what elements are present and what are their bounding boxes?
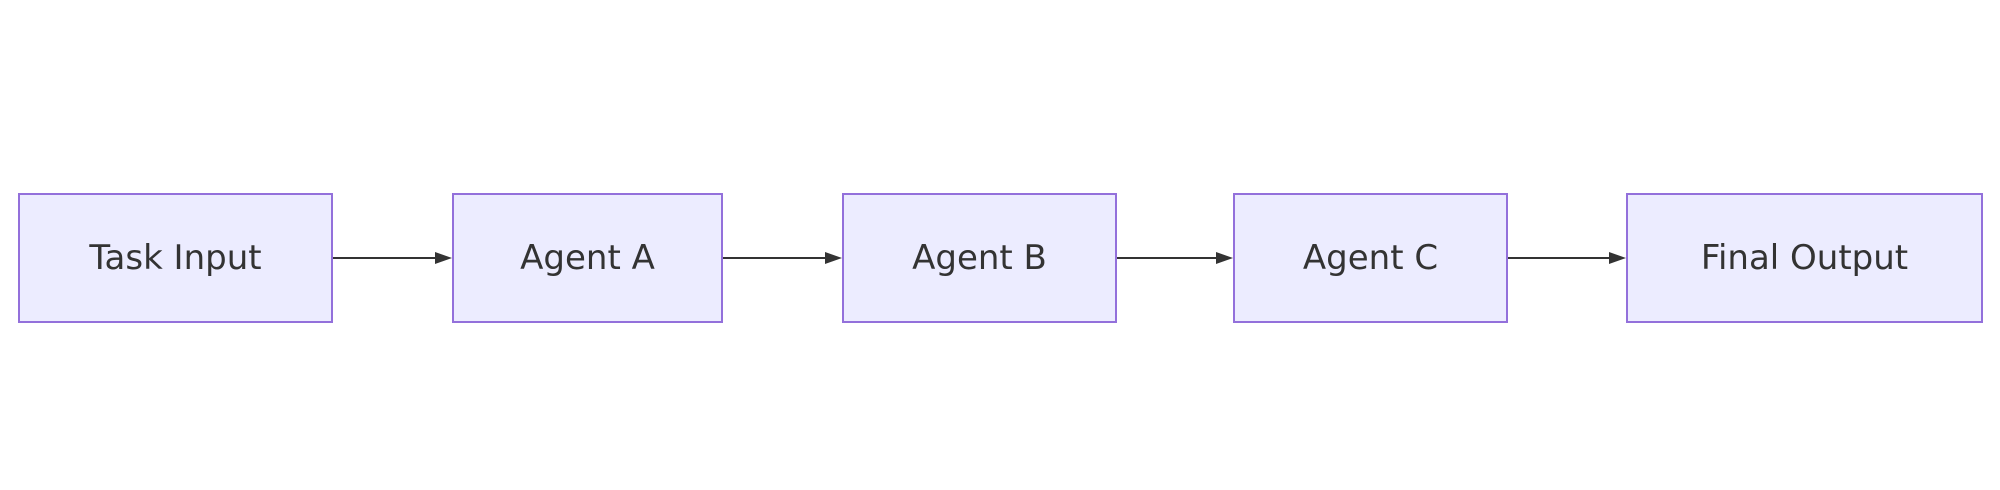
arrow-line	[333, 257, 435, 259]
node-agent-b-label: Agent B	[912, 238, 1047, 278]
edge-task-input-to-agent-a	[333, 252, 452, 264]
arrowhead-icon	[1216, 252, 1233, 264]
node-agent-b: Agent B	[842, 193, 1117, 323]
arrow-line	[1508, 257, 1609, 259]
node-task-input: Task Input	[18, 193, 333, 323]
arrow-line	[723, 257, 825, 259]
node-agent-c: Agent C	[1233, 193, 1508, 323]
edge-agent-a-to-agent-b	[723, 252, 842, 264]
node-final-output-label: Final Output	[1700, 238, 1909, 278]
node-task-input-label: Task Input	[89, 238, 262, 278]
edge-agent-b-to-agent-c	[1117, 252, 1233, 264]
arrow-line	[1117, 257, 1216, 259]
arrowhead-icon	[1609, 252, 1626, 264]
arrowhead-icon	[435, 252, 452, 264]
node-agent-a-label: Agent A	[520, 238, 655, 278]
node-agent-c-label: Agent C	[1302, 238, 1439, 278]
node-agent-a: Agent A	[452, 193, 723, 323]
node-final-output: Final Output	[1626, 193, 1983, 323]
arrowhead-icon	[825, 252, 842, 264]
edge-agent-c-to-final-output	[1508, 252, 1626, 264]
